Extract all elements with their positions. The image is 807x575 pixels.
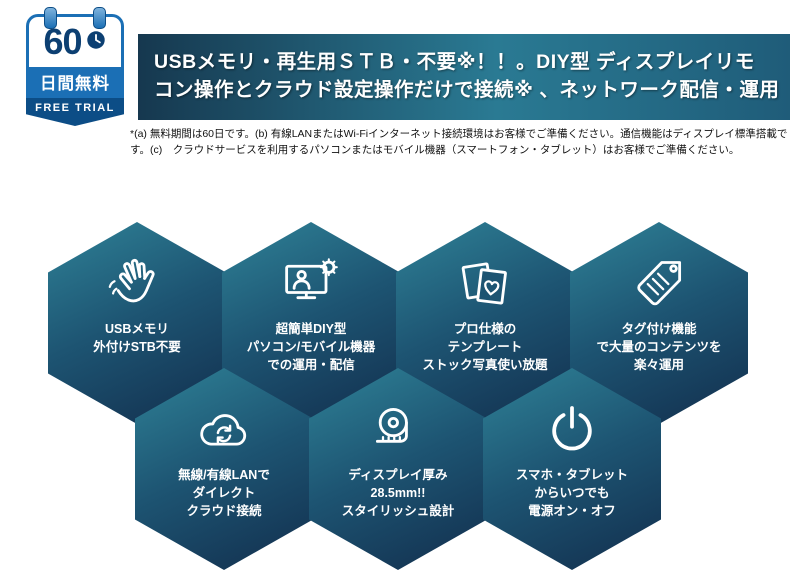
photos-icon [455,254,515,316]
badge-number-row: 60 [26,14,124,67]
power-icon [542,400,602,462]
headline-line-1: USBメモリ・再生用ＳＴＢ・不要※！！。DIY型 ディスプレイリモ [154,51,755,74]
trial-period-label: 日間無料 [26,67,124,98]
free-trial-label: FREE TRIAL [26,98,124,126]
hexagon-text-line: テンプレート [447,339,523,354]
hexagon-text: ディスプレイ厚み 28.5mm!! スタイリッシュ設計 [334,467,463,520]
tag-icon [629,254,689,316]
hexagon-text-line: ストック写真使い放題 [422,357,548,372]
hexagon-text: USBメモリ 外付けSTB不要 [85,321,189,357]
hexagon-text: タグ付け機能 で大量のコンテンツを 楽々運用 [588,321,729,374]
hexagon-text-line: での運用・配信 [267,357,355,372]
hexagon-text-line: 外付けSTB不要 [93,339,181,354]
hexagon-text-line: プロ仕様の [453,322,517,336]
calendar-rings [26,7,124,29]
hexagon-text-line: スマホ・タブレット [515,468,629,482]
hexagon-text-line: 無線/有線LANで [178,468,270,482]
hexagon-text-line: パソコン/モバイル機器 [246,339,376,354]
hexagon-text-line: クラウド接続 [186,503,262,518]
measuring-tape-icon [368,400,428,462]
monitor-user-icon [281,254,341,316]
hexagon-text-line: 電源オン・オフ [528,503,616,518]
hexagon-text-line: USBメモリ [105,322,169,336]
hexagon-text: スマホ・タブレット からいつでも 電源オン・オフ [508,467,636,520]
headline-line-2: コン操作とクラウド設定操作だけで接続※ 、ネットワーク配信・運用 [154,79,780,101]
hexagon-text-line: 楽々運用 [633,357,684,372]
headline-banner: USBメモリ・再生用ＳＴＢ・不要※！！。DIY型 ディスプレイリモ コン操作とク… [138,34,790,120]
hexagon-text-line: スタイリッシュ設計 [341,503,455,518]
hexagon-text: 無線/有線LANで ダイレクト クラウド接続 [170,467,278,520]
hexagon-text-line: ダイレクト [192,485,256,500]
hexagon-text-line: 28.5mm!! [370,485,426,500]
feature-hexagon-power: スマホ・タブレット からいつでも 電源オン・オフ [483,368,661,570]
free-trial-badge: 60 日間無料 FREE TRIAL [26,7,124,126]
clock-icon [85,29,107,56]
hexagon-text-line: 超簡単DIY型 [275,322,347,336]
hexagon-text-line: ディスプレイ厚み [348,468,448,482]
feature-hexagon-diy: 超簡単DIY型 パソコン/モバイル機器 での運用・配信 [222,222,400,424]
hexagon-text-line: で大量のコンテンツを [596,339,722,354]
disclaimer-text: *(a) 無料期間は60日です。(b) 有線LANまたはWi-Fiインターネット… [130,128,788,157]
cloud-sync-icon [194,400,254,462]
hexagon-text: プロ仕様の テンプレート ストック写真使い放題 [414,321,555,374]
hexagon-text: 超簡単DIY型 パソコン/モバイル機器 での運用・配信 [239,321,383,374]
hexagon-text-line: からいつでも [534,485,610,500]
waving-hand-icon [107,254,167,316]
hexagon-text-line: タグ付け機能 [621,322,697,336]
